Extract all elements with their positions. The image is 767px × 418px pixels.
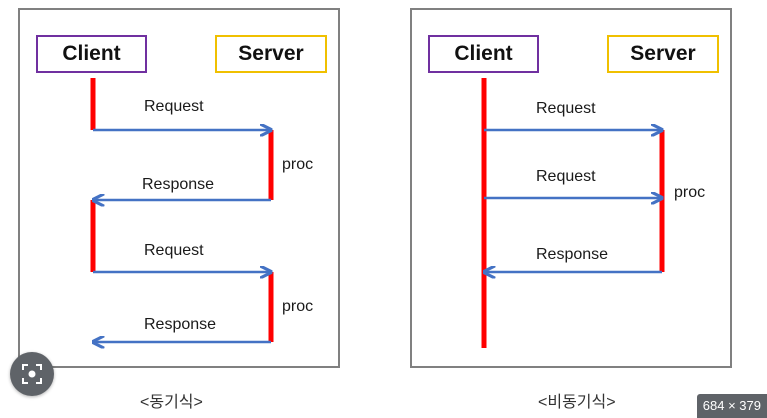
client-box: Client (36, 35, 147, 73)
request-label: Request (144, 242, 204, 259)
request-label: Request (536, 168, 596, 185)
request-label: Request (144, 98, 204, 115)
async-sequence-graphic (481, 78, 665, 348)
client-box: Client (428, 35, 539, 73)
response-label: Response (144, 316, 217, 333)
sync-diagram-panel: Client Server Request proc Response Requ… (18, 8, 340, 368)
proc-label: proc (282, 298, 314, 315)
server-box: Server (607, 35, 719, 73)
sync-caption: <동기식> (140, 394, 203, 411)
response-label: Response (142, 176, 215, 193)
async-diagram-panel: Client Server Request Request proc Respo… (410, 8, 732, 368)
sync-sequence-graphic (90, 78, 274, 370)
image-size-badge: 684 × 379 (696, 394, 767, 418)
response-label: Response (536, 246, 609, 263)
lens-icon (22, 364, 42, 384)
proc-label: proc (282, 156, 314, 173)
async-caption: <비동기식> (538, 394, 616, 411)
proc-label: proc (674, 184, 706, 201)
server-box: Server (215, 35, 327, 73)
lens-button[interactable] (10, 352, 54, 396)
request-label: Request (536, 100, 596, 117)
